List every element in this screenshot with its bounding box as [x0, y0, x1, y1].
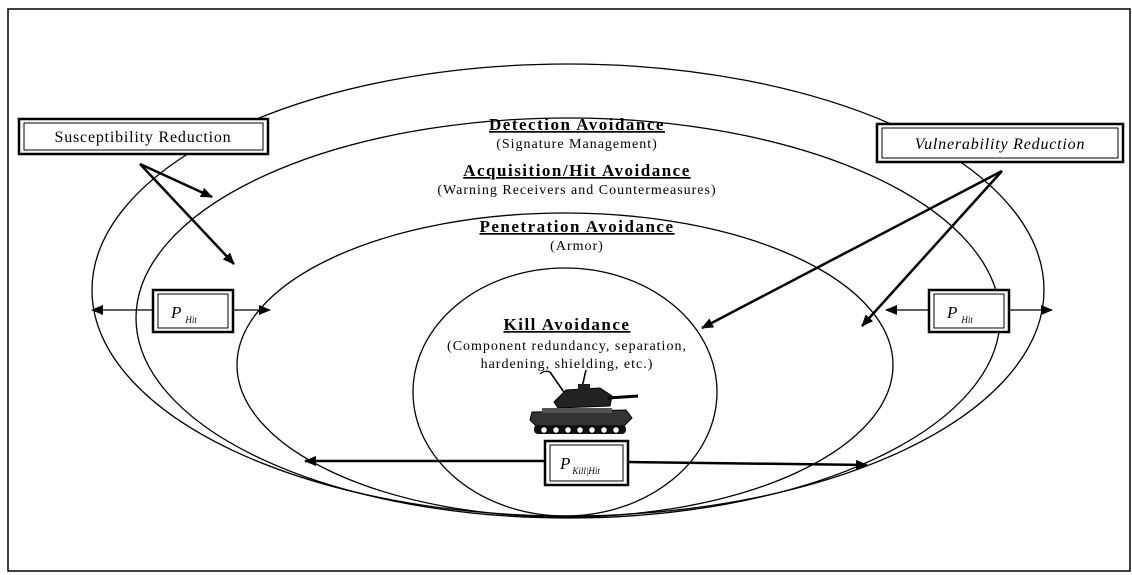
- p-kill-hit-main: P: [559, 454, 570, 473]
- p-hit-left-box-inner: [157, 293, 229, 329]
- vulnerability-reduction-label: Vulnerability Reduction: [915, 136, 1086, 153]
- susceptibility-box-outer: [17, 117, 270, 156]
- p-hit-right-main: P: [946, 303, 957, 322]
- penetration-avoidance-title: Penetration Avoidance: [479, 217, 674, 236]
- tank-icon: [529, 369, 639, 434]
- vulnerability-arrow-penetration: [861, 170, 1003, 327]
- p-hit-left-main: P: [170, 303, 181, 322]
- frame: [7, 8, 1131, 572]
- acquisition-avoidance-title: Acquisition/Hit Avoidance: [463, 161, 691, 180]
- p-kill-hit-box-outer: [543, 439, 630, 487]
- penetration-avoidance-subtitle: (Armor): [550, 239, 604, 254]
- vulnerability-box-inner: [881, 127, 1119, 159]
- kill-avoidance-title: Kill Avoidance: [504, 315, 631, 334]
- kill-avoidance-ellipse: [412, 267, 718, 517]
- susceptibility-reduction-label: Susceptibility Reduction: [55, 129, 232, 146]
- kill-avoidance-subtitle-line-2: hardening, shielding, etc.): [481, 357, 654, 372]
- p-hit-left-sub: Hit: [184, 315, 197, 325]
- kill-avoidance-subtitle-line-1: (Component redundancy, separation,: [447, 339, 687, 354]
- vulnerability-arrow-kill: [701, 169, 1003, 330]
- p-kill-hit-sub: Kill|Hit: [571, 466, 600, 476]
- acquisition-avoidance-subtitle: (Warning Receivers and Countermeasures): [437, 183, 716, 198]
- susceptibility-arrow-acquisition: [139, 163, 235, 265]
- vulnerability-box-outer: [875, 122, 1125, 164]
- penetration-avoidance-ellipse: [236, 212, 894, 518]
- susceptibility-arrow-detection: [139, 162, 213, 199]
- p-hit-right-box-inner: [933, 293, 1005, 329]
- p-kill-hit-arrow-right: [627, 459, 868, 470]
- p-hit-right-box-outer: [927, 288, 1011, 334]
- p-hit-right-sub: Hit: [960, 315, 973, 325]
- detection-avoidance-title: Detection Avoidance: [489, 115, 665, 134]
- p-kill-hit-box-inner: [549, 444, 624, 482]
- detection-avoidance-subtitle: (Signature Management): [496, 137, 658, 152]
- susceptibility-box-inner: [23, 122, 264, 151]
- p-hit-left-box-outer: [151, 288, 235, 334]
